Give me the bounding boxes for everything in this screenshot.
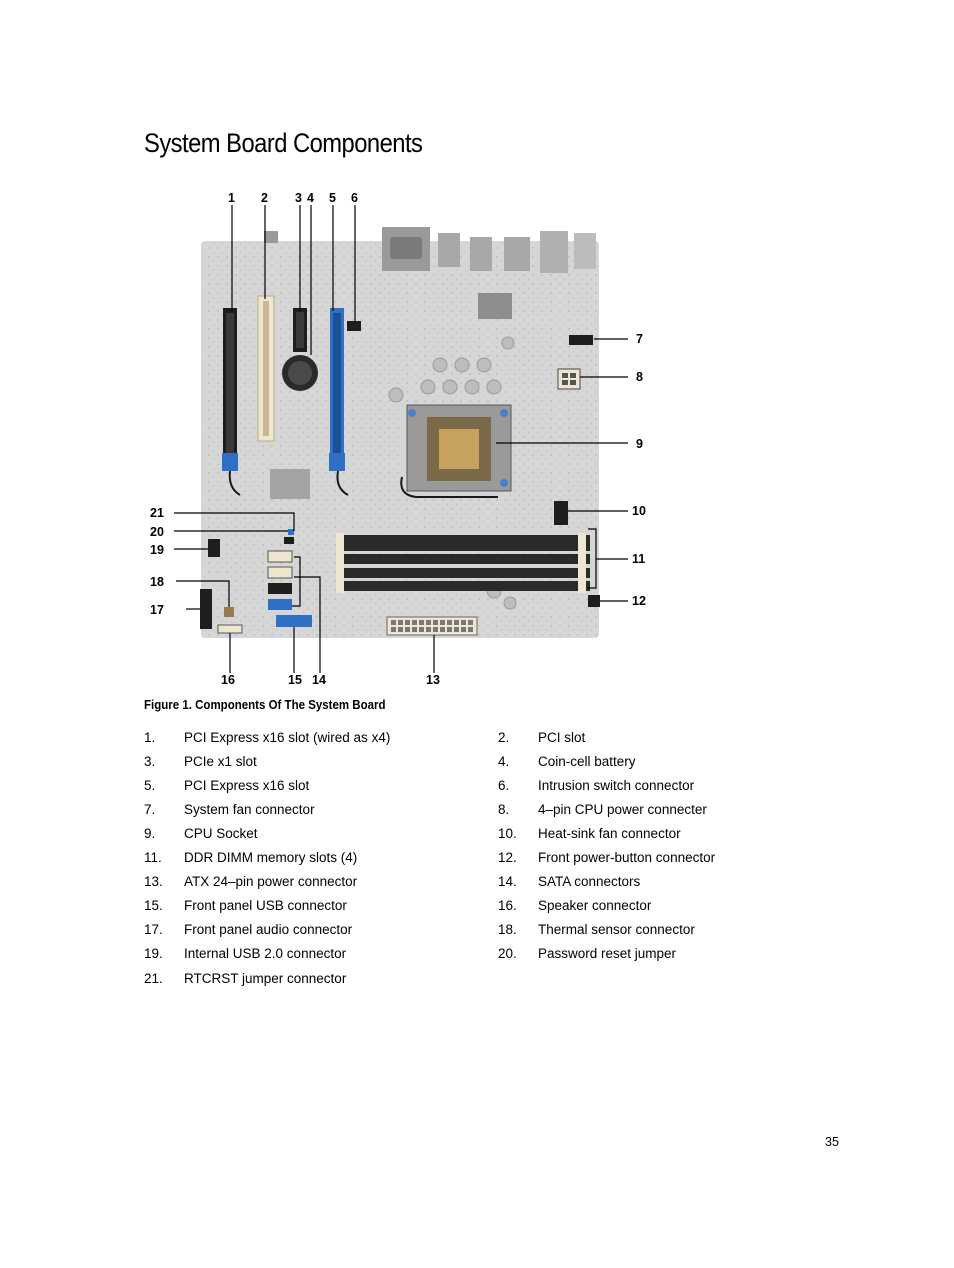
pci-slot xyxy=(257,295,275,442)
callout-12: 12 xyxy=(632,594,646,608)
legend-label: PCI Express x16 slot xyxy=(184,778,310,793)
callout-8: 8 xyxy=(636,370,643,384)
legend-number: 15. xyxy=(144,898,163,913)
callout-leader-lines xyxy=(174,205,628,673)
legend-number: 5. xyxy=(144,778,156,793)
coin-cell-battery xyxy=(282,355,318,391)
southbridge-chip xyxy=(270,469,310,499)
callout-2: 2 xyxy=(261,191,268,205)
legend-number: 18. xyxy=(498,922,517,937)
legend-number: 11. xyxy=(144,850,162,865)
password-reset-jumper xyxy=(284,537,294,544)
front-power-button-connector xyxy=(588,595,600,607)
legend-number: 20. xyxy=(498,946,517,961)
legend-label: Speaker connector xyxy=(538,898,652,913)
dimm-slots xyxy=(336,533,590,593)
legend-label: Front panel USB connector xyxy=(184,898,347,913)
legend-label: Internal USB 2.0 connector xyxy=(184,946,347,961)
callout-11: 11 xyxy=(632,552,645,566)
legend-label: Heat-sink fan connector xyxy=(538,826,681,841)
figure-caption: Figure 1. Components Of The System Board xyxy=(144,698,386,712)
legend-number: 1. xyxy=(144,730,156,745)
callout-15: 15 xyxy=(288,673,302,687)
callout-17: 17 xyxy=(150,603,164,617)
legend-label: PCI slot xyxy=(538,730,586,745)
callout-14: 14 xyxy=(312,673,326,687)
callout-6: 6 xyxy=(351,191,358,205)
legend-number: 6. xyxy=(498,778,510,793)
callout-10: 10 xyxy=(632,504,646,518)
legend-number: 9. xyxy=(144,826,156,841)
system-board-figure: 1 2 3 4 5 6 7 8 9 10 11 12 13 14 15 16 1… xyxy=(144,183,650,688)
legend-number: 7. xyxy=(144,802,156,817)
heat-sink-fan-connector xyxy=(554,501,568,525)
callout-3: 3 xyxy=(295,191,302,205)
legend-number: 4. xyxy=(498,754,510,769)
page-number: 35 xyxy=(825,1135,839,1149)
legend-label: System fan connector xyxy=(184,802,315,817)
callout-7: 7 xyxy=(636,332,643,346)
page-title: System Board Components xyxy=(144,128,423,158)
legend-label: PCI Express x16 slot (wired as x4) xyxy=(184,730,391,745)
callout-18: 18 xyxy=(150,575,164,589)
cpu-socket xyxy=(400,404,512,498)
callout-5: 5 xyxy=(329,191,336,205)
pcie-x16-slot xyxy=(329,308,349,496)
callout-19: 19 xyxy=(150,543,164,557)
legend-number: 19. xyxy=(144,946,163,961)
legend-number: 12. xyxy=(498,850,517,865)
legend-number: 17. xyxy=(144,922,163,937)
front-panel-usb-connector xyxy=(276,615,312,627)
internal-usb-connector xyxy=(208,539,220,557)
legend-number: 2. xyxy=(498,730,510,745)
legend-label: Front panel audio connector xyxy=(184,922,353,937)
callout-20: 20 xyxy=(150,525,164,539)
rear-io-ports xyxy=(264,227,596,273)
cpu-power-connector xyxy=(557,368,581,390)
callout-16: 16 xyxy=(221,673,235,687)
atx-24-pin-connector xyxy=(386,616,478,636)
legend-number: 8. xyxy=(498,802,510,817)
legend-label: Password reset jumper xyxy=(538,946,677,961)
callout-numbers: 1 2 3 4 5 6 7 8 9 10 11 12 13 14 15 16 1… xyxy=(150,191,646,687)
callout-4: 4 xyxy=(307,191,314,205)
rtcrst-jumper xyxy=(288,529,294,535)
legend-label: Front power-button connector xyxy=(538,850,716,865)
legend-label: 4–pin CPU power connecter xyxy=(538,802,707,817)
intrusion-switch-connector xyxy=(347,321,361,331)
callout-9: 9 xyxy=(636,437,643,451)
system-board-illustration: 1 2 3 4 5 6 7 8 9 10 11 12 13 14 15 16 1… xyxy=(150,191,646,687)
legend-label: ATX 24–pin power connector xyxy=(184,874,358,889)
legend-number: 3. xyxy=(144,754,156,769)
legend-label: Coin-cell battery xyxy=(538,754,636,769)
callout-1: 1 xyxy=(228,191,235,205)
legend-number: 16. xyxy=(498,898,517,913)
system-fan-connector xyxy=(569,335,593,345)
legend-number: 21. xyxy=(144,971,163,986)
sata-connectors xyxy=(267,550,293,610)
thermal-sensor-connector xyxy=(224,607,234,617)
pcie-x1-slot xyxy=(293,308,307,352)
legend-number: 14. xyxy=(498,874,517,889)
pcie-x16-x4-slot xyxy=(222,308,241,496)
legend-label: RTCRST jumper connector xyxy=(184,971,347,986)
legend-label: SATA connectors xyxy=(538,874,641,889)
legend-label: PCIe x1 slot xyxy=(184,754,257,769)
legend-number: 10. xyxy=(498,826,517,841)
callout-13: 13 xyxy=(426,673,440,687)
legend-number: 13. xyxy=(144,874,163,889)
chipset xyxy=(478,293,512,319)
speaker-connector xyxy=(217,624,243,634)
legend-label: CPU Socket xyxy=(184,826,258,841)
front-panel-audio-connector xyxy=(200,589,212,629)
callout-21: 21 xyxy=(150,506,164,520)
legend-label: Thermal sensor connector xyxy=(538,922,695,937)
legend-label: DDR DIMM memory slots (4) xyxy=(184,850,358,865)
legend-label: Intrusion switch connector xyxy=(538,778,695,793)
